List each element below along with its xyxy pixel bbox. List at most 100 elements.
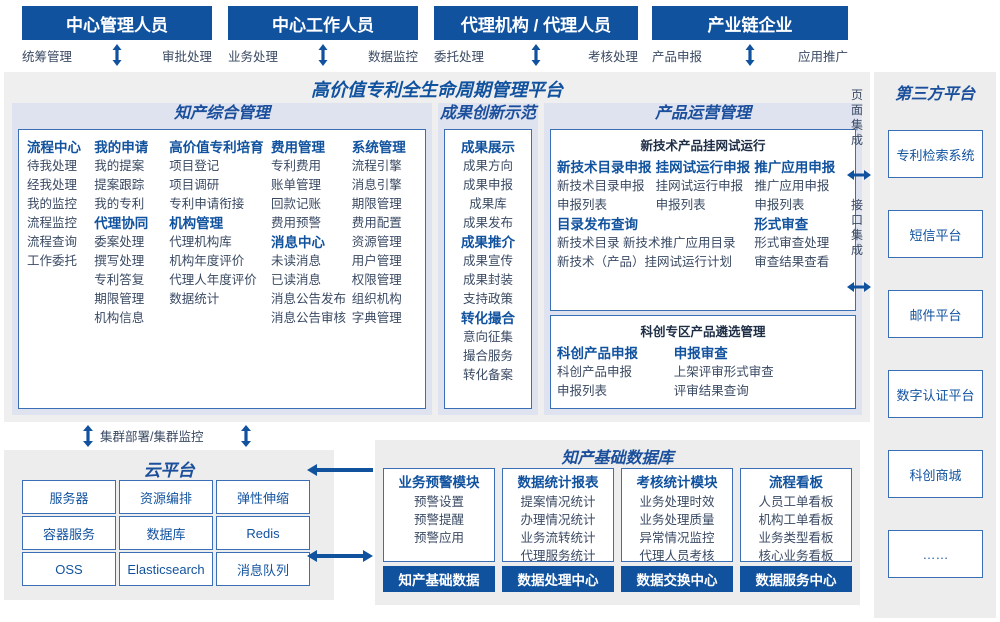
- database-item[interactable]: 预警提醒: [413, 513, 464, 527]
- database-item[interactable]: 预警设置: [413, 495, 464, 509]
- menu-item[interactable]: 成果申报: [462, 178, 513, 192]
- menu-item[interactable]: 期限管理: [351, 197, 402, 211]
- menu-item[interactable]: 审查结果查看: [754, 255, 830, 269]
- menu-item[interactable]: 流程监控: [27, 216, 78, 230]
- cloud-service-2[interactable]: 资源编排: [119, 480, 213, 514]
- menu-item[interactable]: 申报列表: [655, 198, 706, 212]
- menu-item[interactable]: 提案跟踪: [94, 178, 145, 192]
- menu-item[interactable]: 消息公告审核: [271, 311, 347, 325]
- database-item[interactable]: 业务处理时效: [639, 495, 715, 509]
- menu-item[interactable]: 回款记账: [271, 197, 322, 211]
- role-header-1[interactable]: 中心管理人员: [22, 6, 212, 40]
- cloud-service-9[interactable]: 消息队列: [216, 552, 310, 586]
- menu-item[interactable]: 新技术（产品）挂网试运行计划: [557, 255, 733, 269]
- third-party-item-2[interactable]: 短信平台: [888, 210, 983, 258]
- menu-item[interactable]: 新技术目录申报: [557, 179, 645, 193]
- menu-item[interactable]: 委案处理: [94, 235, 145, 249]
- column-head[interactable]: 系统管理: [351, 140, 406, 155]
- third-party-item-3[interactable]: 邮件平台: [888, 290, 983, 338]
- column-head[interactable]: 高价值专利培育: [169, 140, 264, 155]
- database-card-head[interactable]: 数据统计报表: [517, 475, 599, 490]
- menu-item[interactable]: 机构信息: [94, 311, 145, 325]
- menu-item[interactable]: 挂网试运行申报: [655, 179, 744, 193]
- column-head[interactable]: 流程中心: [27, 140, 81, 155]
- menu-item[interactable]: 成果宣传: [462, 254, 513, 268]
- database-item[interactable]: 代理服务统计: [520, 549, 596, 563]
- database-footer-1[interactable]: 知产基础数据: [383, 566, 495, 592]
- database-item[interactable]: 业务流转统计: [520, 531, 596, 545]
- database-item[interactable]: 提案情况统计: [520, 495, 596, 509]
- column-head[interactable]: 代理协同: [94, 216, 149, 231]
- database-item[interactable]: 业务类型看板: [758, 531, 834, 545]
- menu-item[interactable]: 支持政策: [462, 292, 513, 306]
- menu-item[interactable]: 上架评审形式审查: [673, 365, 774, 379]
- database-card-head[interactable]: 考核统计模块: [636, 475, 718, 490]
- database-footer-2[interactable]: 数据处理中心: [502, 566, 614, 592]
- database-item[interactable]: 异常情况监控: [639, 531, 715, 545]
- menu-item[interactable]: 项目登记: [169, 159, 220, 173]
- menu-item[interactable]: 专利费用: [271, 159, 322, 173]
- menu-item[interactable]: 账单管理: [271, 178, 322, 192]
- column-head[interactable]: 申报审查: [673, 346, 728, 361]
- menu-item[interactable]: 成果发布: [462, 216, 513, 230]
- menu-item[interactable]: 申报列表: [557, 384, 608, 398]
- column-head[interactable]: 机构管理: [169, 216, 224, 231]
- menu-item[interactable]: 成果方向: [462, 159, 513, 173]
- menu-item[interactable]: 新技术目录 新技术推广应用目录: [557, 236, 736, 250]
- menu-item[interactable]: 成果库: [469, 197, 507, 211]
- column-head[interactable]: 新技术目录申报: [557, 160, 652, 175]
- menu-item[interactable]: 待我处理: [27, 159, 78, 173]
- database-item[interactable]: 办理情况统计: [520, 513, 596, 527]
- menu-item[interactable]: 推广应用申报: [754, 179, 830, 193]
- database-card-head[interactable]: 业务预警模块: [398, 475, 480, 490]
- column-head[interactable]: 成果推介: [461, 235, 515, 250]
- menu-item[interactable]: 费用配置: [351, 216, 402, 230]
- database-item[interactable]: 机构工单看板: [758, 513, 834, 527]
- menu-item[interactable]: 代理机构库: [169, 235, 232, 249]
- menu-item[interactable]: 消息公告发布: [271, 292, 347, 306]
- role-header-2[interactable]: 中心工作人员: [228, 6, 418, 40]
- third-party-item-1[interactable]: 专利检索系统: [888, 130, 983, 178]
- database-footer-4[interactable]: 数据服务中心: [740, 566, 852, 592]
- menu-item[interactable]: 期限管理: [94, 292, 145, 306]
- menu-item[interactable]: 字典管理: [351, 311, 402, 325]
- menu-item[interactable]: 我的提案: [94, 159, 145, 173]
- menu-item[interactable]: 评审结果查询: [673, 384, 749, 398]
- menu-item[interactable]: 成果封装: [462, 273, 513, 287]
- cloud-service-1[interactable]: 服务器: [22, 480, 116, 514]
- menu-item[interactable]: 经我处理: [27, 178, 78, 192]
- menu-item[interactable]: 申报列表: [754, 198, 805, 212]
- menu-item[interactable]: 我的监控: [27, 197, 78, 211]
- menu-item[interactable]: 流程查询: [27, 235, 78, 249]
- cloud-service-3[interactable]: 弹性伸缩: [216, 480, 310, 514]
- cloud-service-5[interactable]: 数据库: [119, 516, 213, 550]
- menu-item[interactable]: 申报列表: [557, 198, 608, 212]
- menu-item[interactable]: 专利答复: [94, 273, 145, 287]
- third-party-item-5[interactable]: 科创商城: [888, 450, 983, 498]
- menu-item[interactable]: 资源管理: [351, 235, 402, 249]
- column-head[interactable]: 科创产品申报: [557, 346, 638, 361]
- menu-item[interactable]: 我的专利: [94, 197, 145, 211]
- role-header-4[interactable]: 产业链企业: [652, 6, 848, 40]
- column-head[interactable]: 形式审查: [754, 217, 809, 232]
- menu-item[interactable]: 未读消息: [271, 254, 322, 268]
- database-item[interactable]: 预警应用: [413, 531, 464, 545]
- menu-item[interactable]: 转化备案: [462, 368, 513, 382]
- database-item[interactable]: 人员工单看板: [758, 495, 834, 509]
- menu-item[interactable]: 撰写处理: [94, 254, 145, 268]
- column-head[interactable]: 消息中心: [271, 235, 326, 250]
- menu-item[interactable]: 专利申请衔接: [169, 197, 245, 211]
- database-footer-3[interactable]: 数据交换中心: [621, 566, 733, 592]
- cloud-service-7[interactable]: OSS: [22, 552, 116, 586]
- database-card-head[interactable]: 流程看板: [769, 475, 823, 490]
- database-item[interactable]: 代理人员考核: [639, 549, 715, 563]
- menu-item[interactable]: 机构年度评价: [169, 254, 245, 268]
- cloud-service-4[interactable]: 容器服务: [22, 516, 116, 550]
- menu-item[interactable]: 已读消息: [271, 273, 322, 287]
- third-party-item-4[interactable]: 数字认证平台: [888, 370, 983, 418]
- column-head[interactable]: 挂网试运行申报: [655, 160, 751, 175]
- menu-item[interactable]: 流程引擎: [351, 159, 402, 173]
- menu-item[interactable]: 费用预警: [271, 216, 322, 230]
- column-head[interactable]: 费用管理: [271, 140, 326, 155]
- column-head[interactable]: 推广应用申报: [754, 160, 836, 175]
